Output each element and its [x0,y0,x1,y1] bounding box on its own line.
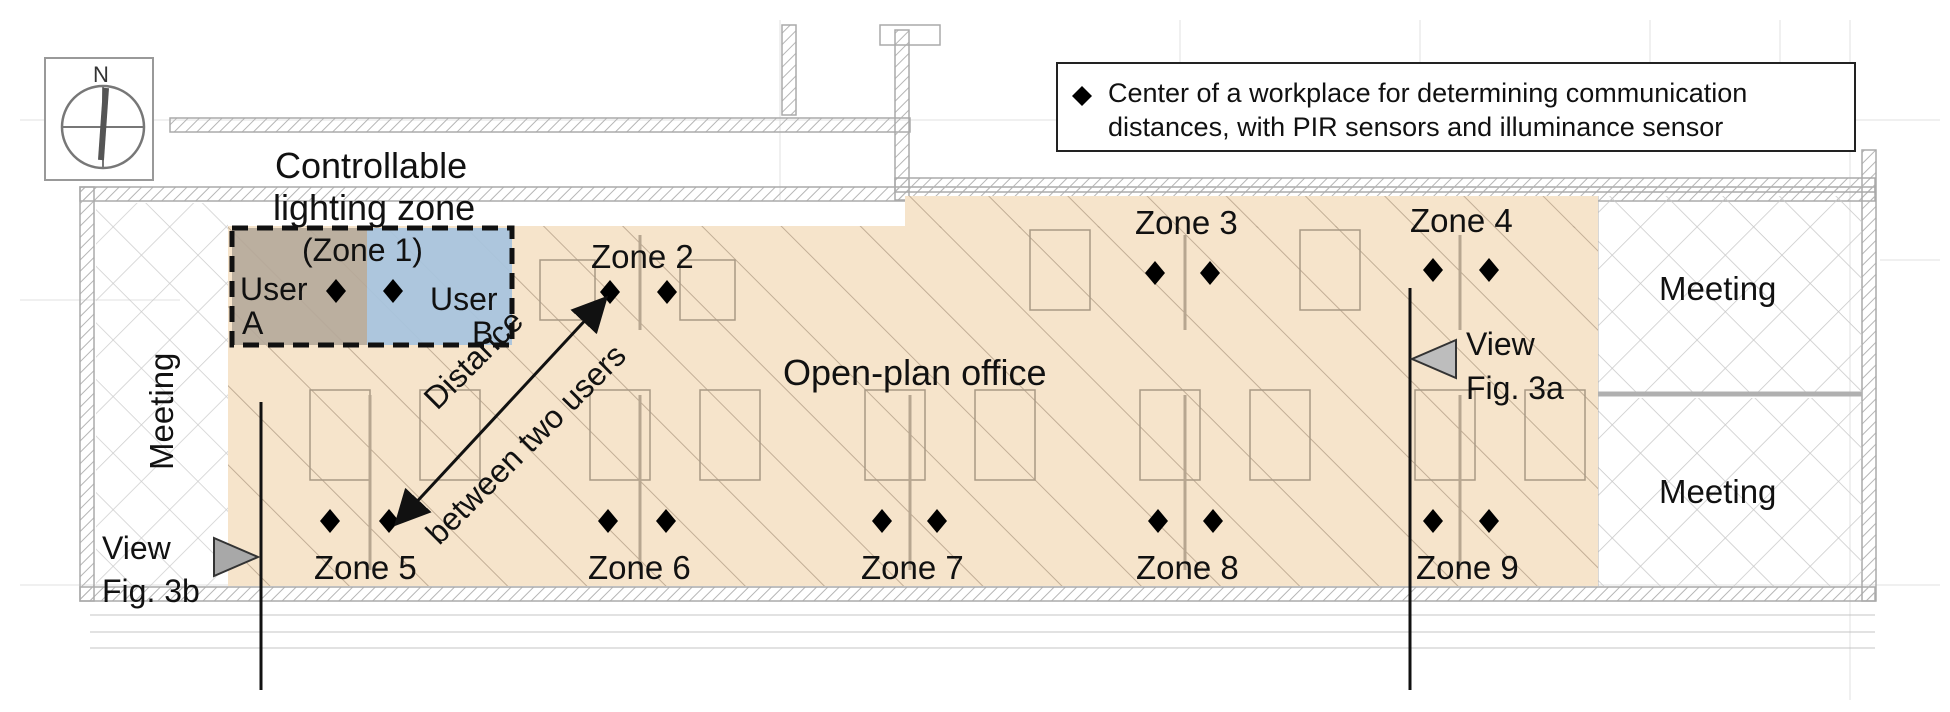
workplace-marker [657,280,677,304]
zone-1-label: (Zone 1) [302,232,423,268]
view-3b-fig-label: Fig. 3b [102,573,200,609]
controllable-lighting-zone-outline [229,225,515,348]
meeting-room-left [96,203,228,586]
view-3a-fig-label: Fig. 3a [1466,370,1564,406]
distance-arrow [393,295,609,527]
zone-4-label: Zone 4 [1410,202,1513,239]
lighting-zone-label: lighting zone [273,187,476,228]
workplace-marker [927,509,947,533]
building-walls [79,24,1877,602]
workplace-marker [1423,509,1443,533]
zone-7-label: Zone 7 [861,549,964,586]
meeting-top-right-label: Meeting [1659,270,1777,307]
compass-north-label: N [93,62,109,87]
view-fig-3a-marker [1408,288,1457,690]
workplace-marker [656,509,676,533]
user-a-letter: A [242,305,264,341]
view-fig-3b-marker [213,402,263,690]
diamond-marker-icon [1072,86,1092,106]
meeting-room-bottom-right [1598,398,1862,586]
meeting-left-label: Meeting [143,352,180,470]
workplace-marker [1203,509,1223,533]
meeting-bottom-right-label: Meeting [1659,473,1777,510]
legend-text: Center of a workplace for determining co… [1108,78,1748,142]
view-3b-label: View [102,530,171,566]
zone-2-label: Zone 2 [591,238,694,275]
user-b-label: User [430,281,498,317]
user-a-label: User [240,271,308,307]
zone-5-label: Zone 5 [314,549,417,586]
zone-6-label: Zone 6 [588,549,691,586]
workplace-marker [320,509,340,533]
partition-lines [368,235,1462,570]
workplace-marker [872,509,892,533]
meeting-room-top-right [1598,196,1862,392]
view-3a-label: View [1466,326,1535,362]
north-arrow-icon: N [44,57,154,181]
controllable-label: Controllable [275,145,468,186]
legend: Center of a workplace for determining co… [1056,62,1856,152]
zone-9-label: Zone 9 [1416,549,1519,586]
workplace-marker [1145,261,1165,285]
zone-3-label: Zone 3 [1135,204,1238,241]
workplace-marker [1479,509,1499,533]
zone-8-label: Zone 8 [1136,549,1239,586]
workplace-markers [320,258,1499,533]
workplace-marker [1200,261,1220,285]
user-b-letter: B [472,315,494,351]
view-triangle-icon [213,536,261,578]
dimension-lines [90,614,1875,649]
open-plan-office-label: Open-plan office [783,352,1047,393]
workplace-marker [326,279,346,303]
view-triangle-icon [1409,338,1457,380]
workplace-marker [1423,258,1443,282]
workplace-marker [1479,258,1499,282]
user-a-zone [232,228,367,345]
workplace-marker [1148,509,1168,533]
